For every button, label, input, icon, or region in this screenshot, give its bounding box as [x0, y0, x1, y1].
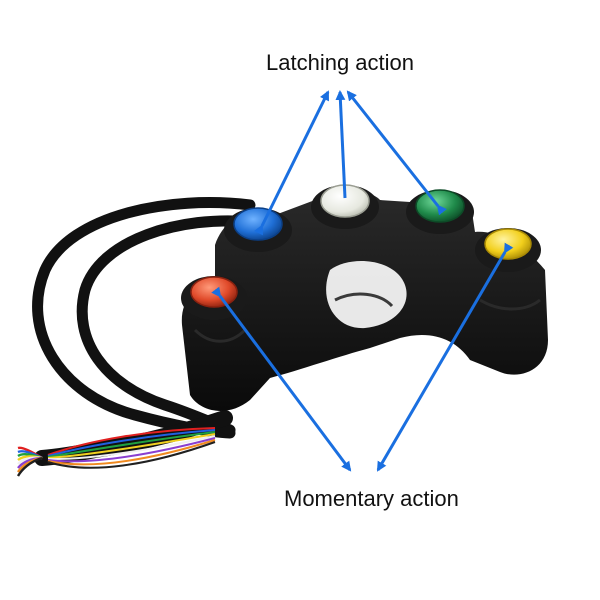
arrow-latching-white [335, 90, 347, 199]
wire [47, 431, 216, 458]
arrow-momentary-yellow [376, 242, 514, 472]
wire [47, 433, 216, 459]
wire [47, 437, 216, 463]
arrow-momentary-red [211, 286, 352, 472]
wire-ends [16, 427, 216, 477]
wire-end [16, 456, 43, 477]
arrow-latching-green [346, 90, 447, 216]
yellow-button[interactable] [484, 228, 532, 260]
wire [47, 441, 216, 469]
arrows [211, 90, 514, 472]
blue-button[interactable] [233, 207, 283, 241]
wire [47, 435, 216, 461]
wire [47, 429, 216, 457]
latching-action-label: Latching action [266, 50, 414, 75]
arrow-latching-blue [253, 90, 330, 236]
red-button[interactable] [190, 276, 238, 308]
wire [47, 439, 216, 466]
momentary-action-label: Momentary action [284, 486, 459, 511]
wire [47, 427, 216, 456]
green-button[interactable] [415, 189, 465, 223]
